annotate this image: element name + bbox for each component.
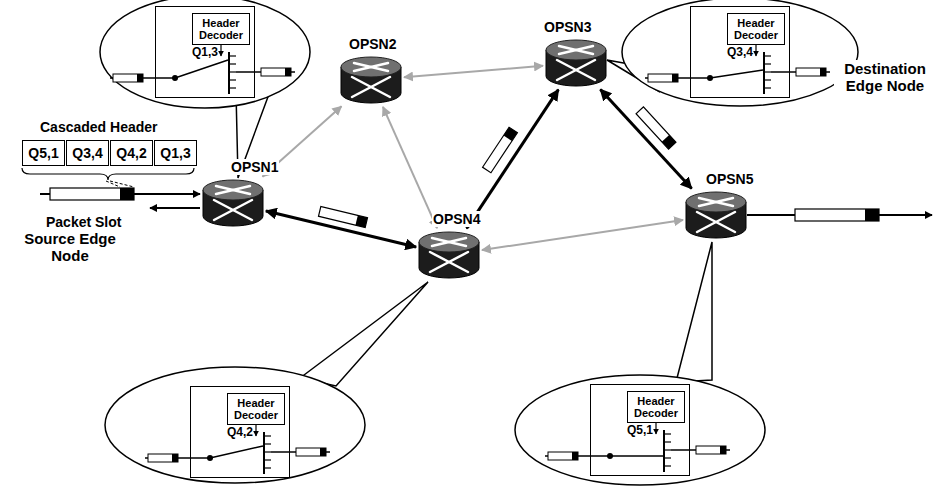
callout-tail — [676, 242, 712, 382]
router-node: OPSN5 — [685, 190, 747, 240]
header-field-label: Q5,1 — [28, 145, 58, 161]
caption-label: Packet Slot — [46, 214, 121, 231]
router-label: OPSN4 — [432, 211, 481, 227]
header-brace — [22, 168, 194, 180]
header-decoder-box: Header Decoder — [627, 391, 685, 423]
network-link — [467, 90, 559, 229]
switch-box: Q4,2 Header Decoder — [190, 386, 290, 478]
header-field-box: Q4,2 — [110, 140, 153, 166]
header-field-box: Q1,3 — [154, 140, 197, 166]
packet — [795, 209, 879, 221]
header-field-box: Q5,1 — [22, 140, 65, 166]
decoder-label: Header Decoder — [630, 395, 682, 419]
header-field-label: Q4,2 — [116, 145, 146, 161]
packet — [636, 107, 676, 149]
callout-ellipse — [622, 0, 858, 106]
router-icon — [202, 178, 264, 228]
caption-label: Source Edge Node — [10, 230, 130, 264]
router-node: OPSN2 — [340, 55, 402, 105]
router-label: OPSN5 — [705, 171, 754, 187]
switch-box: Q1,3 Header Decoder — [155, 6, 255, 98]
header-decoder-box: Header Decoder — [227, 393, 285, 425]
callout-ellipse — [515, 375, 765, 485]
callout-ellipse — [105, 367, 365, 483]
header-field-box: Q3,4 — [66, 140, 109, 166]
router-label: OPSN1 — [230, 159, 279, 175]
header-decoder-box: Header Decoder — [192, 13, 250, 45]
header-decoder-box: Header Decoder — [727, 13, 785, 45]
decoder-label: Header Decoder — [195, 17, 247, 41]
packet — [50, 188, 134, 200]
router-label: OPSN3 — [543, 19, 592, 35]
callout-bubble — [100, 0, 310, 178]
callout-bubble — [607, 0, 858, 106]
dashed-leader — [106, 181, 120, 187]
router-icon — [685, 190, 747, 240]
header-field-label: Q1,3 — [160, 145, 190, 161]
router-label: OPSN2 — [348, 36, 397, 52]
header-field-label: Q4,2 — [227, 426, 253, 439]
router-node: OPSN1 — [202, 178, 264, 228]
callout-ellipse — [100, 0, 310, 108]
packet — [483, 127, 518, 173]
decoder-label: Header Decoder — [230, 397, 282, 421]
network-link — [266, 211, 416, 247]
network-link — [404, 66, 543, 78]
router-icon — [418, 230, 480, 280]
router-node: OPSN3 — [545, 38, 607, 88]
callout-bubble — [105, 282, 428, 483]
router-icon — [545, 38, 607, 88]
network-link — [383, 107, 437, 228]
router-icon — [340, 55, 402, 105]
dashed-leader — [110, 181, 134, 187]
caption-label: Destination Edge Node — [834, 60, 936, 94]
callout-bubble — [515, 242, 765, 485]
decoder-label: Header Decoder — [730, 17, 782, 41]
switch-box: Q5,1 Header Decoder — [590, 384, 690, 476]
network-link — [600, 89, 691, 188]
header-field-label: Q1,3 — [192, 46, 218, 59]
router-node: OPSN4 — [418, 230, 480, 280]
callout-tail — [300, 282, 428, 386]
switch-box: Q3,4 Header Decoder — [690, 6, 790, 98]
header-field-label: Q5,1 — [627, 424, 653, 437]
caption-label: Cascaded Header — [40, 119, 158, 136]
header-field-label: Q3,4 — [727, 46, 753, 59]
network-link — [482, 220, 683, 250]
return-arrow — [150, 207, 200, 209]
header-field-label: Q3,4 — [72, 145, 102, 161]
